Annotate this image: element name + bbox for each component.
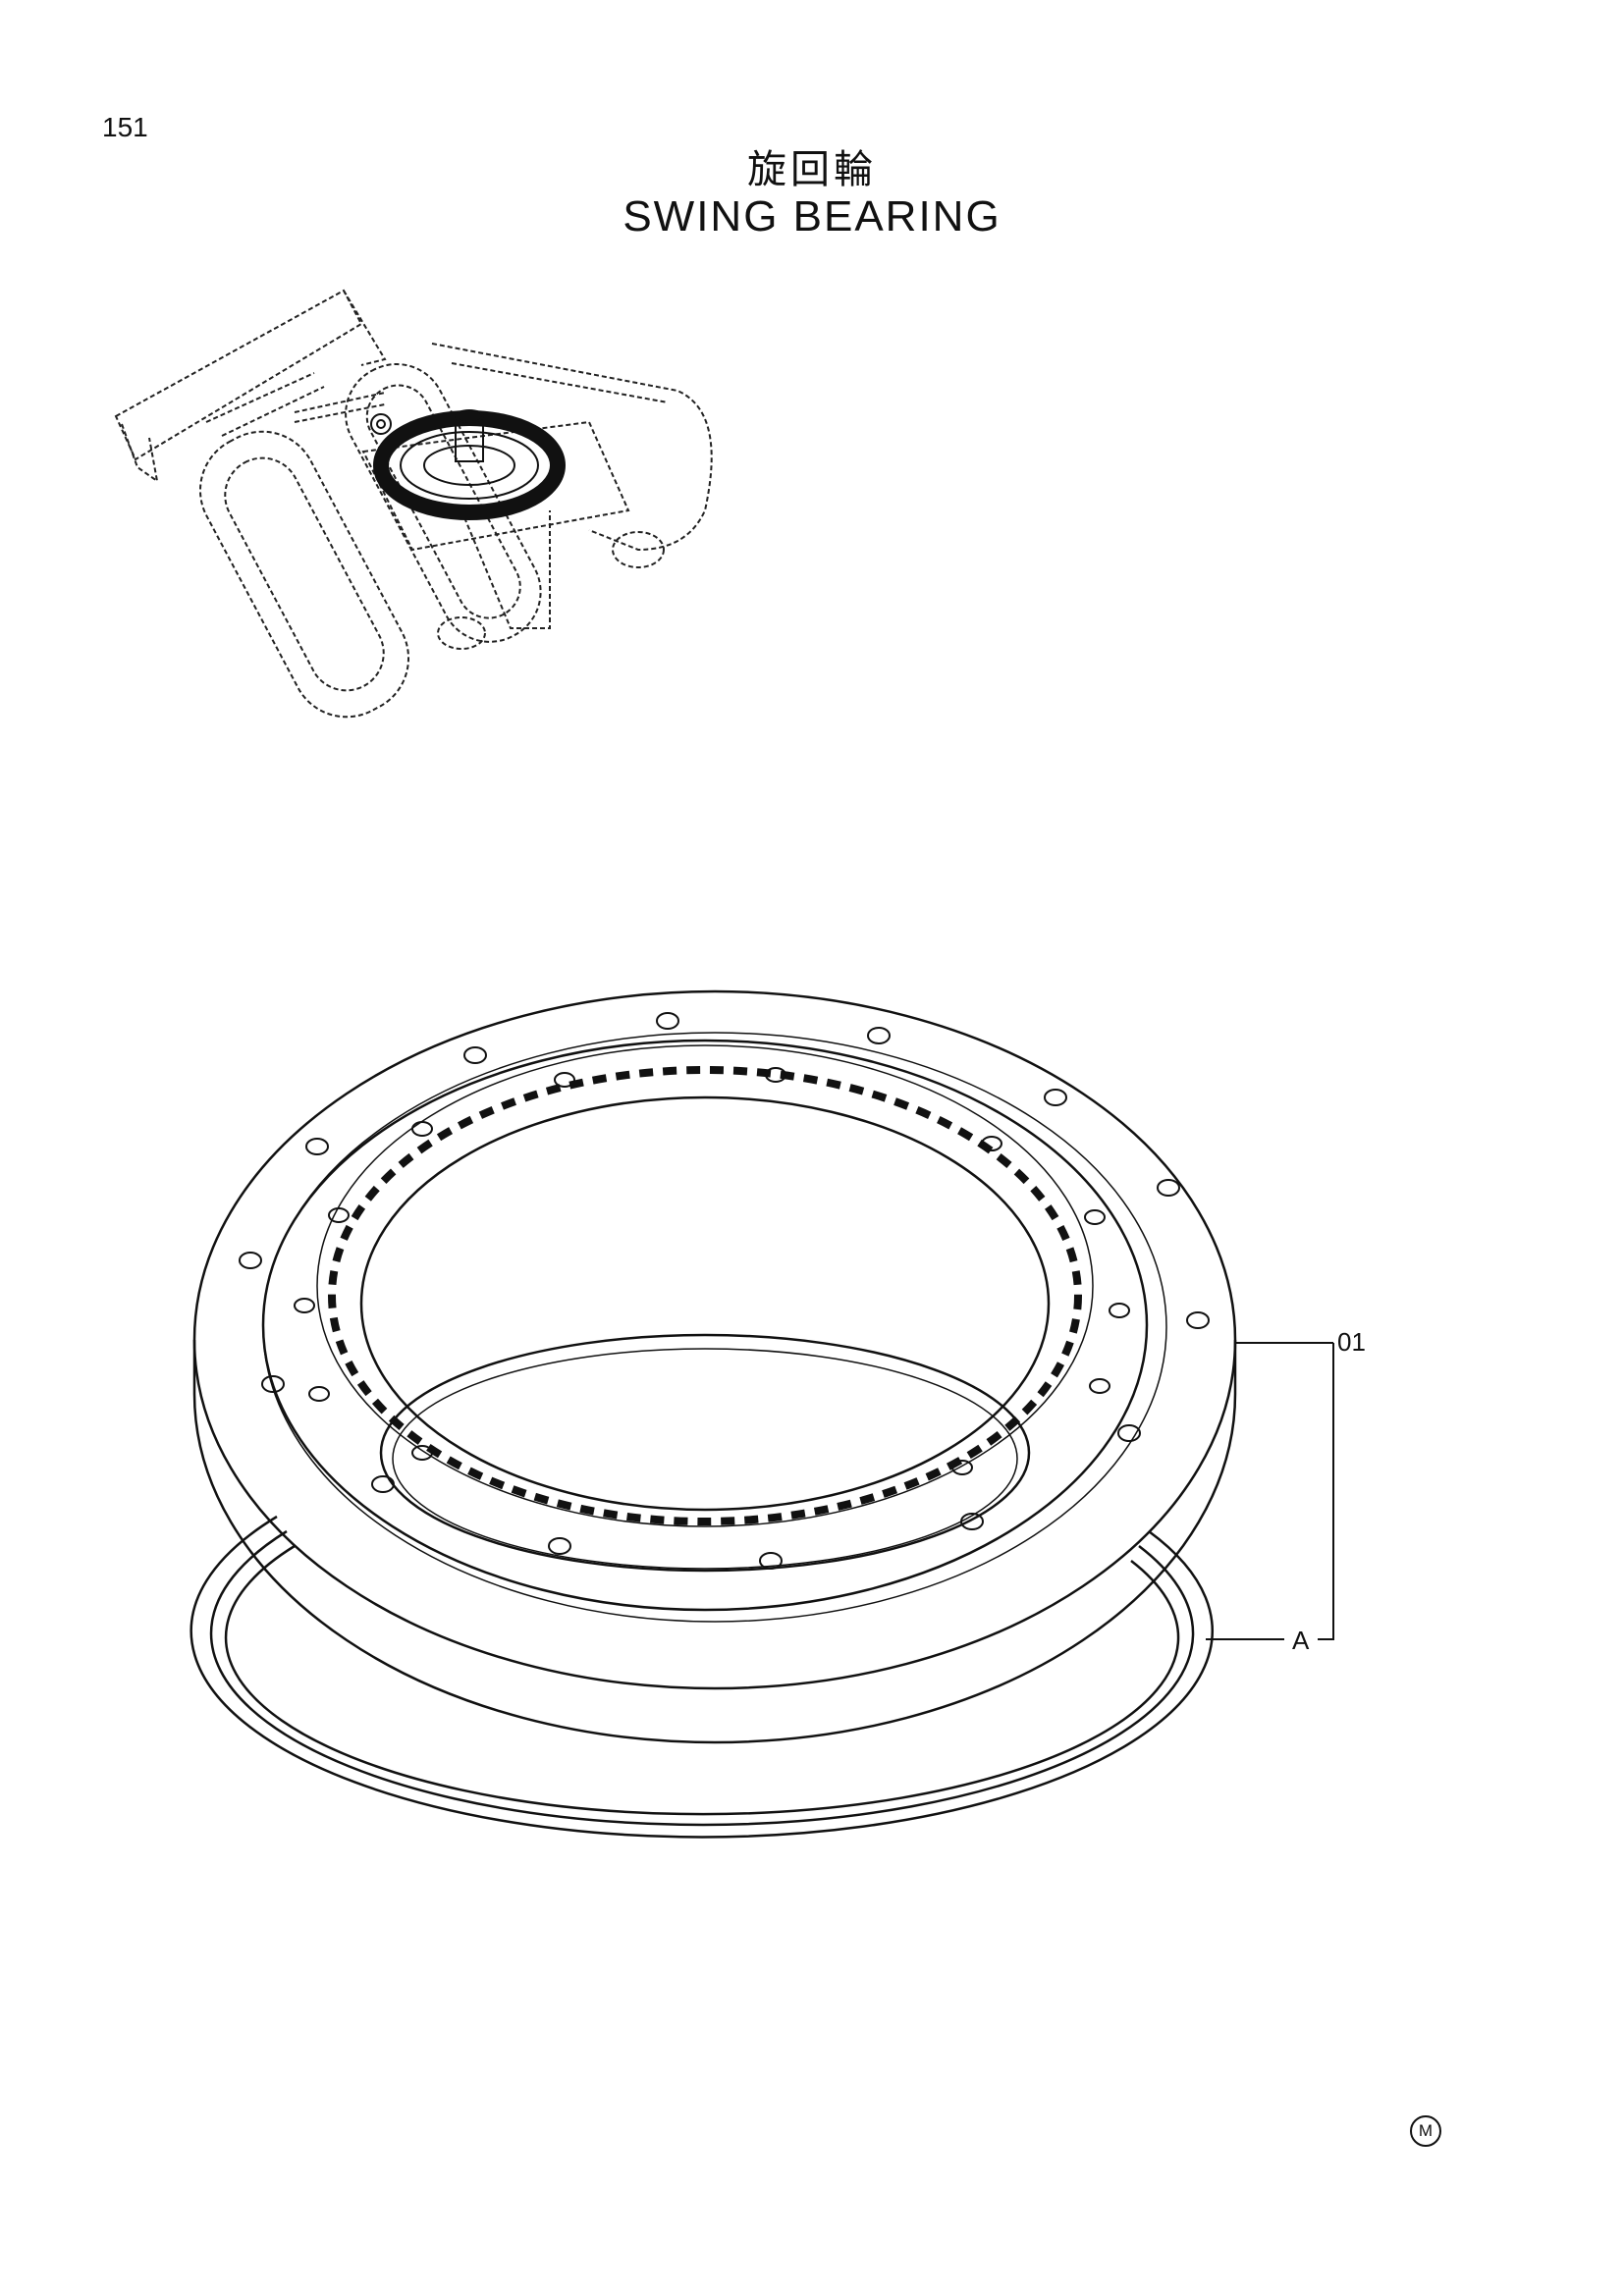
leader-bracket bbox=[1318, 1343, 1334, 1640]
seal-ring bbox=[189, 1515, 1214, 1839]
outer-ring-side bbox=[192, 1340, 1237, 1744]
left-track bbox=[198, 430, 410, 719]
leader-lines bbox=[1206, 1342, 1334, 1640]
title-english: SWING BEARING bbox=[623, 192, 1001, 240]
inner-bore bbox=[379, 1333, 1031, 1573]
inner-ring-face bbox=[261, 1039, 1149, 1612]
highlighted-swing-bearing bbox=[370, 409, 566, 520]
callout-a: A bbox=[1292, 1626, 1310, 1655]
dozer-blade bbox=[114, 289, 363, 461]
bolt-holes bbox=[239, 1012, 1210, 1570]
right-track bbox=[345, 363, 542, 643]
swing-bearing bbox=[192, 989, 1237, 1744]
outer-ring-top bbox=[192, 989, 1237, 1690]
circled-m-mark: M bbox=[1410, 2115, 1441, 2147]
machine-overview-illustration bbox=[114, 289, 713, 719]
gear-tooth-root bbox=[328, 1066, 1082, 1525]
title-japanese: 旋回輪 bbox=[747, 147, 877, 192]
gear-tooth-tip bbox=[359, 1095, 1051, 1512]
callout-01: 01 bbox=[1337, 1327, 1366, 1357]
page-number: 151 bbox=[102, 112, 148, 142]
